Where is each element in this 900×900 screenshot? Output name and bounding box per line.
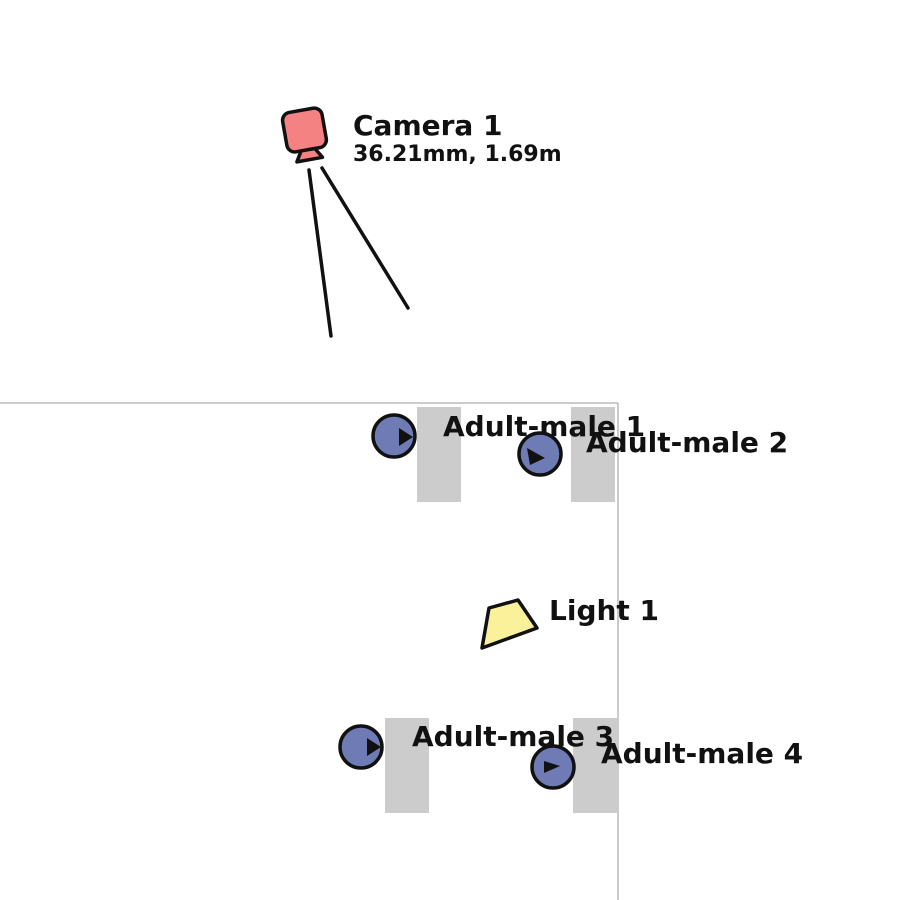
light-1[interactable]: Light 1 <box>480 594 659 650</box>
subject-adult-male-3[interactable]: Adult-male 3 <box>338 720 614 770</box>
subject-label: Adult-male 2 <box>586 426 788 459</box>
person-icon <box>530 744 576 790</box>
floor-mark <box>385 718 429 813</box>
floor-mark <box>571 407 615 502</box>
subject-label: Adult-male 3 <box>412 720 614 753</box>
camera-icon <box>280 106 329 164</box>
camera-fov-lines <box>307 166 410 338</box>
floor-mark <box>573 718 617 813</box>
room-boundary <box>0 402 619 900</box>
light-name: Light 1 <box>549 594 659 627</box>
camera-name: Camera 1 <box>353 109 503 142</box>
person-icon <box>517 431 563 477</box>
subject-adult-male-1[interactable]: Adult-male 1 <box>371 410 645 459</box>
subject-label: Adult-male 4 <box>601 737 803 770</box>
floor-mark <box>417 407 461 502</box>
person-icon <box>371 413 417 459</box>
person-icon <box>338 724 384 770</box>
camera-specs: 36.21mm, 1.69m <box>353 142 562 167</box>
subject-adult-male-2[interactable]: Adult-male 2 <box>517 426 788 477</box>
camera-1[interactable]: Camera 1 36.21mm, 1.69m <box>280 106 562 167</box>
light-icon <box>480 598 539 650</box>
subject-adult-male-4[interactable]: Adult-male 4 <box>530 737 803 790</box>
